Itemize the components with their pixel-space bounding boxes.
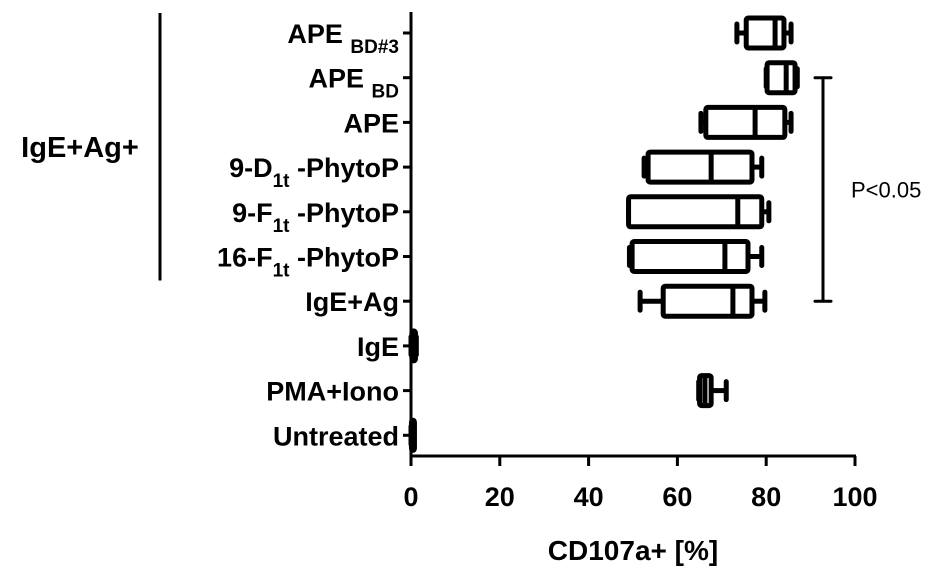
box-series bbox=[408, 15, 800, 453]
significance-bracket: P<0.05 bbox=[813, 76, 921, 303]
category-label: 9-F1t -PhytoP bbox=[232, 198, 399, 237]
x-tick-label: 80 bbox=[751, 482, 781, 512]
x-tick-label: 40 bbox=[574, 482, 604, 512]
box-iqr bbox=[660, 283, 755, 319]
group-bracket: IgE+Ag+ bbox=[21, 13, 162, 281]
category-label: IgE bbox=[357, 332, 399, 362]
box-iqr bbox=[645, 149, 755, 185]
box-d1t bbox=[641, 149, 765, 185]
box-iqr bbox=[626, 194, 765, 230]
x-tick-label: 100 bbox=[832, 482, 877, 512]
category-label: PMA+Iono bbox=[266, 377, 399, 407]
box-ape bbox=[698, 104, 794, 140]
box-f1t16 bbox=[626, 239, 765, 274]
x-axis-title: CD107a+ [%] bbox=[548, 535, 718, 566]
x-tick-label: 0 bbox=[403, 482, 418, 512]
x-tick-label: 60 bbox=[662, 482, 692, 512]
category-label: Untreated bbox=[273, 421, 399, 451]
box-ape_bd bbox=[763, 60, 800, 96]
x-tick-label: 20 bbox=[485, 482, 515, 512]
category-label: APE BD#3 bbox=[287, 19, 399, 58]
category-label: 9-D1t -PhytoP bbox=[229, 153, 399, 192]
category-label: APE bbox=[343, 108, 399, 138]
box-f1t9 bbox=[626, 194, 772, 230]
box-iqr bbox=[743, 15, 787, 51]
box-iqr bbox=[703, 104, 788, 140]
box-ape_bd3 bbox=[734, 15, 794, 51]
category-label: IgE+Ag bbox=[305, 287, 399, 317]
significance-label: P<0.05 bbox=[851, 177, 921, 202]
box-ige_ag bbox=[637, 283, 768, 319]
group-label: IgE+Ag+ bbox=[21, 132, 139, 164]
category-label: APE BD bbox=[309, 64, 399, 103]
box-ige bbox=[408, 328, 419, 364]
box-pma bbox=[696, 373, 729, 409]
category-label: 16-F1t -PhytoP bbox=[217, 243, 399, 282]
box-iqr bbox=[764, 60, 798, 96]
box-untreated bbox=[408, 417, 417, 453]
box-iqr bbox=[629, 239, 751, 274]
x-axis: 0 20 40 60 80 100 bbox=[403, 454, 878, 512]
